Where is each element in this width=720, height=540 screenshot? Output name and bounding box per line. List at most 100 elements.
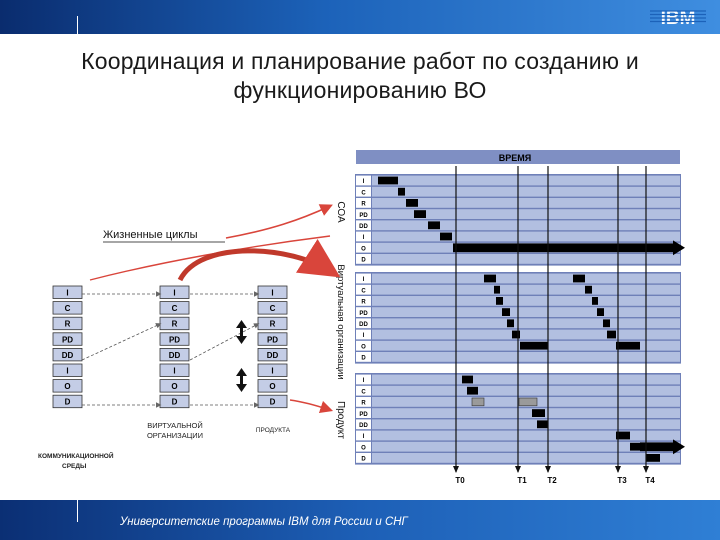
- phase-label: PD: [359, 412, 368, 418]
- phase-label: I: [363, 333, 365, 339]
- phase-cell: [356, 254, 371, 264]
- stack-phase-label: D: [65, 398, 71, 407]
- schedule-bar: [616, 341, 640, 350]
- schedule-bar: [484, 274, 496, 283]
- phase-cell: [356, 430, 371, 441]
- footer-divider: [77, 500, 78, 522]
- stack-phase-label: PD: [169, 335, 180, 344]
- phase-cell: [356, 273, 371, 284]
- caption-left-2: СРЕДЫ: [62, 463, 86, 470]
- phase-cell: [356, 374, 371, 385]
- phase-label: D: [361, 258, 366, 264]
- phase-cell: [356, 385, 371, 396]
- schedule-bar: [603, 319, 610, 328]
- ongoing-arrowhead: [673, 240, 685, 256]
- phase-cell: [356, 397, 371, 407]
- schedule-bar: [616, 431, 630, 440]
- stack-phase-label: I: [66, 289, 68, 298]
- phase-cell: [356, 419, 371, 430]
- stack-phase-label: I: [173, 289, 175, 298]
- phase-cell: [356, 209, 371, 219]
- stack-communication-cell: [52, 332, 83, 346]
- phase-cell: [356, 352, 371, 362]
- phase-label: R: [361, 300, 366, 306]
- phase-cell: [356, 242, 371, 253]
- phase-label: I: [363, 434, 365, 440]
- connector-mid-right-1: [189, 323, 260, 361]
- schedule-bar: [398, 187, 405, 196]
- schedule-bar: [414, 210, 426, 218]
- caption-right: ПРОДУКТА: [256, 427, 291, 434]
- band-label-coa: СОА: [335, 201, 346, 223]
- stack-phase-label: O: [171, 382, 177, 391]
- schedule-bar: [462, 375, 473, 384]
- stack-phase-label: I: [173, 367, 175, 376]
- schedule-bar: [532, 409, 545, 417]
- sync-markers: [236, 320, 247, 392]
- phase-label: I: [363, 277, 365, 283]
- band-row: [372, 296, 680, 306]
- band-row: [372, 408, 680, 418]
- schedule-bar: [471, 397, 485, 407]
- curved-arrow-to-vo: [177, 238, 341, 282]
- stack-phase-label: I: [271, 289, 273, 298]
- lifecycle-label: Жизненные циклы: [103, 229, 198, 241]
- stack-communication-cell: [52, 347, 83, 362]
- phase-cell: [356, 307, 371, 317]
- time-marker-tip: [515, 466, 521, 473]
- schedule-bar: [630, 442, 645, 451]
- schedule-bar: [520, 341, 548, 350]
- schedule-bar: [378, 176, 398, 185]
- phase-cell: [356, 198, 371, 208]
- stack-product-cell: [257, 301, 288, 315]
- stack-virtual-organization-cell: [159, 379, 190, 393]
- footer-bar: Университетские программы IBM для России…: [0, 500, 720, 540]
- time-marker-tip: [643, 466, 649, 473]
- schedule-bar: [428, 221, 440, 230]
- schedule-bar: [406, 199, 418, 207]
- connector-left-mid-2: [81, 323, 162, 361]
- stack-phase-label: I: [271, 367, 273, 376]
- stack-product-cell: [257, 394, 288, 409]
- stack-phase-label: D: [172, 398, 178, 407]
- schedule-bar: [507, 319, 514, 328]
- stack-phase-label: O: [269, 382, 275, 391]
- schedule-bar: [592, 297, 598, 305]
- stack-communication-cell: [52, 379, 83, 393]
- stack-phase-label: R: [172, 320, 178, 329]
- band-row: [372, 385, 680, 396]
- stack-product-cell: [257, 332, 288, 346]
- schedule-bar: [496, 297, 503, 305]
- phase-label: DD: [359, 423, 368, 429]
- band-label-product: Продукт: [335, 401, 346, 439]
- title-line-2: функционированию ВО: [233, 77, 487, 103]
- phase-label: I: [363, 378, 365, 384]
- band-row: [372, 220, 680, 231]
- schedule-bar: [467, 386, 478, 395]
- schedule-bar: [518, 397, 538, 407]
- stack-virtual-organization-cell: [159, 301, 190, 315]
- phase-cell: [356, 296, 371, 306]
- footer-text: Университетские программы IBM для России…: [120, 516, 408, 528]
- stack-communication-cell: [52, 316, 83, 331]
- schedule-bar: [646, 454, 660, 462]
- phase-cell: [356, 220, 371, 231]
- phase-label: R: [361, 401, 366, 407]
- stack-phase-label: C: [172, 304, 178, 313]
- band-row: [372, 419, 680, 430]
- stack-phase-label: R: [270, 320, 276, 329]
- ongoing-bar: [453, 243, 673, 253]
- phase-label: I: [363, 235, 365, 241]
- stack-communication-cell: [52, 301, 83, 315]
- phase-cell: [356, 231, 371, 242]
- stack-virtual-organization-cell: [159, 347, 190, 362]
- phase-label: DD: [359, 224, 368, 230]
- time-marker-tip: [545, 466, 551, 473]
- stack-phase-label: PD: [267, 335, 278, 344]
- schedule-bar: [573, 274, 585, 283]
- ibm-logo: IBM: [650, 8, 706, 28]
- schedule-bar: [585, 285, 592, 294]
- stack-communication-cell: [52, 394, 83, 409]
- caption-middle-1: ВИРТУАЛЬНОЙ: [147, 421, 203, 430]
- band-row: [372, 307, 680, 317]
